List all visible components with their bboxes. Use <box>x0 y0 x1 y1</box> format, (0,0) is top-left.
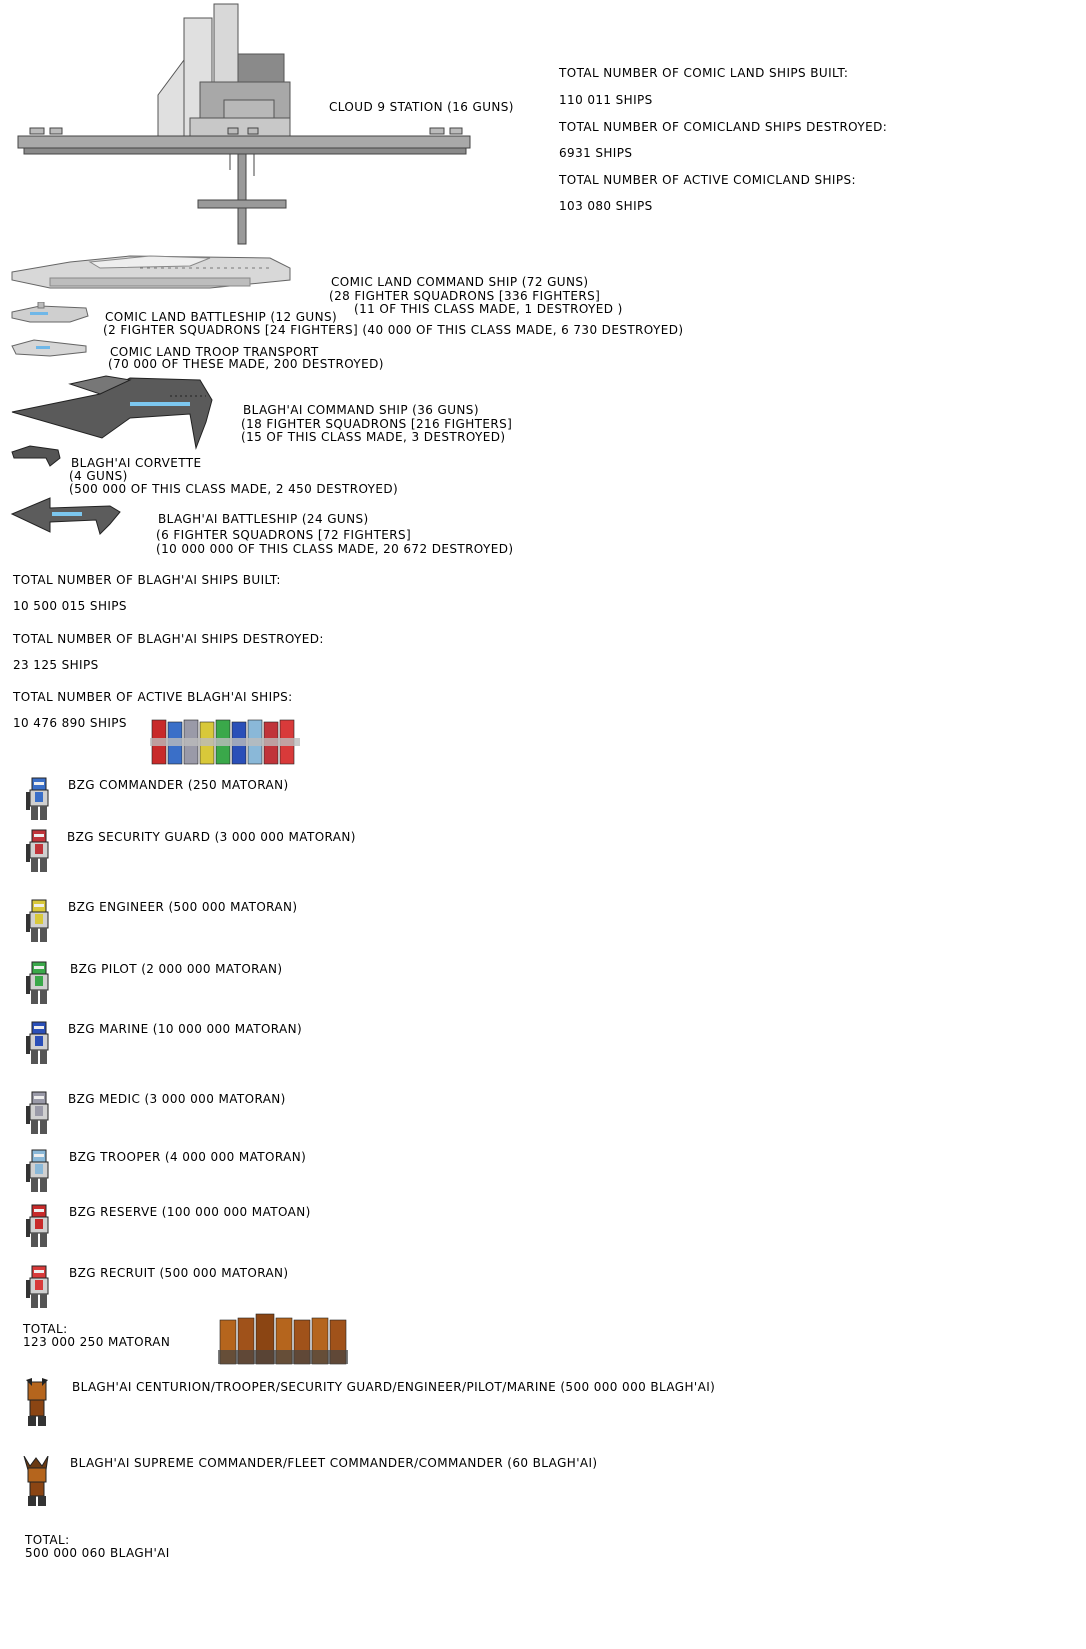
station-label: CLOUD 9 STATION (16 GUNS) <box>329 100 514 114</box>
comicland-destroyed-label: TOTAL NUMBER OF COMICLAND SHIPS DESTROYE… <box>559 120 888 134</box>
blaghai-destroyed-label: TOTAL NUMBER OF BLAGH'AI SHIPS DESTROYED… <box>13 632 324 646</box>
blaghai-destroyed-value: 23 125 SHIPS <box>13 658 99 672</box>
cloud9-station-sprite <box>17 3 471 245</box>
comicland-troop-transport-sprite <box>11 339 87 357</box>
blaghai-built-label: TOTAL NUMBER OF BLAGH'AI SHIPS BUILT: <box>13 573 281 587</box>
bzg-unit-sprite <box>26 829 49 872</box>
comicland-battleship-line2: (2 FIGHTER SQUADRONS [24 FIGHTERS] (40 0… <box>103 323 684 337</box>
blaghai-total-value: 500 000 060 BLAGH'AI <box>25 1546 170 1560</box>
blaghai-command-ship-name: BLAGH'AI COMMAND SHIP (36 GUNS) <box>243 403 479 417</box>
bzg-unit-label: BZG PILOT (2 000 000 MATORAN) <box>70 962 283 976</box>
comicland-command-ship-line2: (28 FIGHTER SQUADRONS [336 FIGHTERS] <box>329 289 601 303</box>
bzg-unit-label: BZG TROOPER (4 000 000 MATORAN) <box>69 1150 307 1164</box>
blaghai-commander-label: BLAGH'AI SUPREME COMMANDER/FLEET COMMAND… <box>70 1456 598 1470</box>
blaghai-corvette-line2: (4 GUNS) <box>69 469 128 483</box>
bzg-unit-label: BZG MARINE (10 000 000 MATORAN) <box>68 1022 303 1036</box>
comicland-battleship-sprite <box>11 302 89 323</box>
blaghai-command-ship-line3: (15 OF THIS CLASS MADE, 3 DESTROYED) <box>241 430 506 444</box>
bzg-unit-sprite <box>26 961 49 1004</box>
comicland-built-label: TOTAL NUMBER OF COMIC LAND SHIPS BUILT: <box>559 66 849 80</box>
comicland-command-ship-line3: (11 OF THIS CLASS MADE, 1 DESTROYED ) <box>354 302 623 316</box>
blaghai-centurion-sprite <box>26 1378 48 1426</box>
blaghai-total-label: TOTAL: <box>25 1533 70 1547</box>
bzg-unit-label: BZG MEDIC (3 000 000 MATORAN) <box>68 1092 286 1106</box>
bzg-unit-label: BZG ENGINEER (500 000 MATORAN) <box>68 900 298 914</box>
bzg-unit-sprite <box>26 777 49 820</box>
blaghai-built-value: 10 500 015 SHIPS <box>13 599 127 613</box>
blaghai-battleship-line3: (10 000 000 OF THIS CLASS MADE, 20 672 D… <box>156 542 514 556</box>
blaghai-command-ship-sprite <box>11 375 213 450</box>
bzg-unit-sprite <box>26 899 49 942</box>
comicland-destroyed-value: 6931 SHIPS <box>559 146 633 160</box>
comicland-battleship-name: COMIC LAND BATTLESHIP (12 GUNS) <box>105 310 338 324</box>
blaghai-corvette-line3: (500 000 OF THIS CLASS MADE, 2 450 DESTR… <box>69 482 399 496</box>
blaghai-active-label: TOTAL NUMBER OF ACTIVE BLAGH'AI SHIPS: <box>13 690 293 704</box>
blaghai-group-sprite <box>218 1313 348 1365</box>
comicland-active-value: 103 080 SHIPS <box>559 199 653 213</box>
bzg-total-value: 123 000 250 MATORAN <box>23 1335 171 1349</box>
bzg-group-sprite <box>150 719 300 765</box>
blaghai-centurion-label: BLAGH'AI CENTURION/TROOPER/SECURITY GUAR… <box>72 1380 716 1394</box>
blaghai-corvette-sprite <box>11 445 61 467</box>
blaghai-command-ship-line2: (18 FIGHTER SQUADRONS [216 FIGHTERS] <box>241 417 513 431</box>
comicland-built-value: 110 011 SHIPS <box>559 93 653 107</box>
bzg-unit-sprite <box>26 1149 49 1192</box>
blaghai-battleship-name: BLAGH'AI BATTLESHIP (24 GUNS) <box>158 512 369 526</box>
comicland-command-ship-sprite <box>11 255 291 289</box>
bzg-unit-label: BZG RESERVE (100 000 000 MATOAN) <box>69 1205 311 1219</box>
comicland-command-ship-name: COMIC LAND COMMAND SHIP (72 GUNS) <box>331 275 589 289</box>
bzg-unit-sprite <box>26 1265 49 1308</box>
blaghai-battleship-sprite <box>10 497 121 535</box>
blaghai-active-value: 10 476 890 SHIPS <box>13 716 127 730</box>
blaghai-battleship-line2: (6 FIGHTER SQUADRONS [72 FIGHTERS] <box>156 528 412 542</box>
bzg-unit-sprite <box>26 1204 49 1247</box>
bzg-unit-label: BZG SECURITY GUARD (3 000 000 MATORAN) <box>67 830 356 844</box>
comicland-troop-transport-line2: (70 000 OF THESE MADE, 200 DESTROYED) <box>108 357 384 371</box>
comicland-troop-transport-name: COMIC LAND TROOP TRANSPORT <box>110 345 319 359</box>
comicland-active-label: TOTAL NUMBER OF ACTIVE COMICLAND SHIPS: <box>559 173 856 187</box>
bzg-unit-label: BZG COMMANDER (250 MATORAN) <box>68 778 289 792</box>
blaghai-corvette-name: BLAGH'AI CORVETTE <box>71 456 202 470</box>
bzg-unit-sprite <box>26 1091 49 1134</box>
bzg-unit-sprite <box>26 1021 49 1064</box>
blaghai-commander-sprite <box>23 1456 49 1506</box>
bzg-unit-label: BZG RECRUIT (500 000 MATORAN) <box>69 1266 289 1280</box>
bzg-total-label: TOTAL: <box>23 1322 68 1336</box>
